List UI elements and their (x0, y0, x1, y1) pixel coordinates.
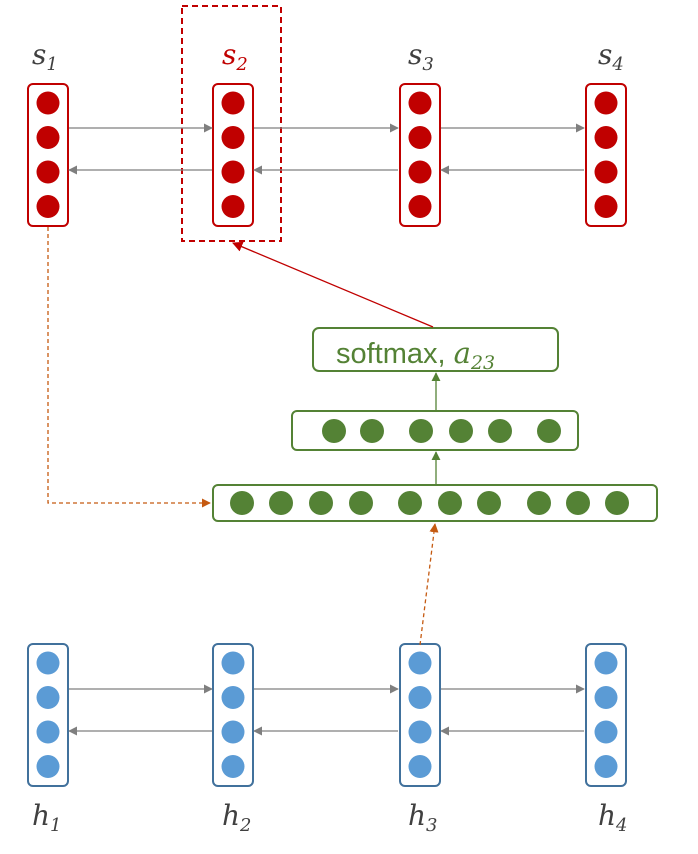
decoder-state-unit (408, 91, 432, 115)
hidden-layer-unit (449, 419, 473, 443)
concat-layer-unit (269, 491, 293, 515)
hidden-layer-units (322, 419, 561, 443)
decoder-label-s1: s1 (32, 38, 58, 75)
encoder-state-box (27, 643, 69, 787)
decoder-state-box (585, 83, 627, 227)
decoder-labels: s1 s2 s3 s4 (32, 38, 624, 75)
decoder-state-box (27, 83, 69, 227)
encoder-state-unit (594, 686, 618, 709)
encoder-state-unit (36, 755, 60, 778)
encoder-state-4 (585, 643, 627, 787)
concat-layer-unit (398, 491, 422, 515)
decoder-state-unit (36, 195, 60, 218)
encoder-label-h4: h4 (598, 799, 628, 836)
decoder-state-box (212, 83, 254, 227)
decoder-state-unit (594, 126, 618, 149)
hidden-layer-unit (360, 419, 384, 443)
decoder-state-unit (36, 126, 60, 149)
encoder-labels: h1 h2 h3 h4 (32, 799, 628, 836)
concat-layer-unit (477, 491, 501, 515)
concat-layer-unit (309, 491, 333, 515)
concat-layer-unit (527, 491, 551, 515)
encoder-state-unit (594, 755, 618, 778)
softmax-to-s2-arrow (232, 241, 434, 328)
hidden-layer-unit (488, 419, 512, 443)
concat-layer-unit (438, 491, 462, 515)
decoder-state-4 (585, 83, 627, 227)
encoder-state-1 (27, 643, 69, 787)
encoder-state-unit (594, 720, 618, 744)
decoder-state-2 (212, 83, 254, 227)
hidden-layer-unit (322, 419, 346, 443)
decoder-recurrent-arrows (68, 123, 585, 175)
encoder-state-unit (221, 686, 245, 709)
decoder-state-unit (408, 126, 432, 149)
concat-layer-unit (230, 491, 254, 515)
encoder-state-unit (408, 720, 432, 744)
decoder-state-unit (408, 195, 432, 218)
encoder-recurrent-arrows (68, 684, 585, 736)
decoder-state-unit (408, 160, 432, 184)
s1-to-concat-arrow (47, 227, 211, 508)
h3-to-concat-arrow (419, 523, 439, 646)
decoder-state-unit (221, 160, 245, 184)
concat-layer-unit (349, 491, 373, 515)
decoder-states (27, 83, 627, 227)
encoder-state-unit (221, 720, 245, 744)
encoder-label-h1: h1 (32, 799, 62, 836)
encoder-state-unit (594, 651, 618, 675)
encoder-states (27, 643, 627, 787)
decoder-label-s3: s3 (408, 38, 434, 75)
encoder-state-2 (212, 643, 254, 787)
encoder-state-unit (408, 755, 432, 778)
highlight-dashed-box (181, 5, 282, 242)
encoder-state-box (212, 643, 254, 787)
decoder-state-unit (594, 91, 618, 115)
encoder-state-unit (36, 686, 60, 709)
encoder-state-unit (408, 651, 432, 675)
hidden-layer-unit (537, 419, 561, 443)
encoder-state-unit (221, 755, 245, 778)
encoder-state-unit (36, 651, 60, 675)
encoder-label-h3: h3 (408, 799, 438, 836)
concat-layer-unit (605, 491, 629, 515)
decoder-state-3 (399, 83, 441, 227)
decoder-state-unit (36, 160, 60, 184)
concat-layer-units (230, 491, 629, 515)
decoder-label-s2: s2 (222, 38, 248, 75)
decoder-state-unit (221, 91, 245, 115)
concat-layer-unit (566, 491, 590, 515)
encoder-state-box (585, 643, 627, 787)
encoder-state-3 (399, 643, 441, 787)
decoder-label-s4: s4 (598, 38, 624, 75)
encoder-state-unit (36, 720, 60, 744)
softmax-box (312, 327, 559, 372)
encoder-label-h2: h2 (222, 799, 252, 836)
decoder-state-unit (594, 160, 618, 184)
decoder-state-unit (221, 126, 245, 149)
encoder-state-unit (221, 651, 245, 675)
decoder-state-1 (27, 83, 69, 227)
encoder-state-unit (408, 686, 432, 709)
softmax-label: softmax, a23 (336, 336, 495, 374)
decoder-state-unit (221, 195, 245, 218)
decoder-state-box (399, 83, 441, 227)
decoder-state-unit (594, 195, 618, 218)
decoder-state-unit (36, 91, 60, 115)
hidden-layer-unit (409, 419, 433, 443)
